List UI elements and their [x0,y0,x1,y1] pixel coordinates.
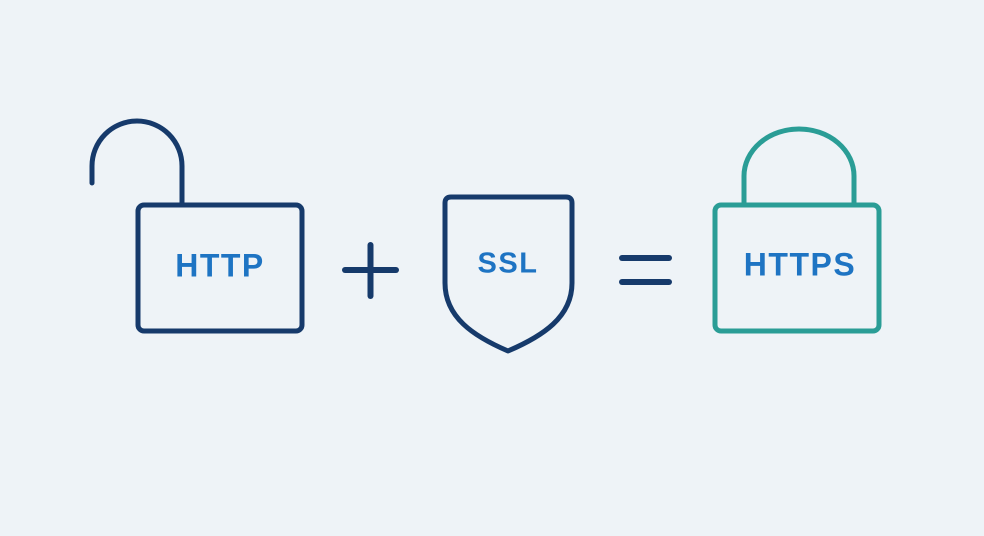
https-label: HTTPS [744,246,856,282]
closed-shackle-icon [741,126,857,208]
http-lock-body [135,202,305,334]
equals-icon [619,255,672,285]
ssl-shield: SSL [442,194,575,354]
https-closed-padlock: HTTPS [712,126,882,334]
https-lock-body [712,202,882,334]
open-shackle-icon [89,118,185,208]
shield-icon [442,194,575,354]
http-label: HTTP [175,247,265,283]
plus-icon [342,242,399,299]
ssl-label: SSL [478,248,539,280]
http-open-padlock: HTTP [89,118,305,334]
